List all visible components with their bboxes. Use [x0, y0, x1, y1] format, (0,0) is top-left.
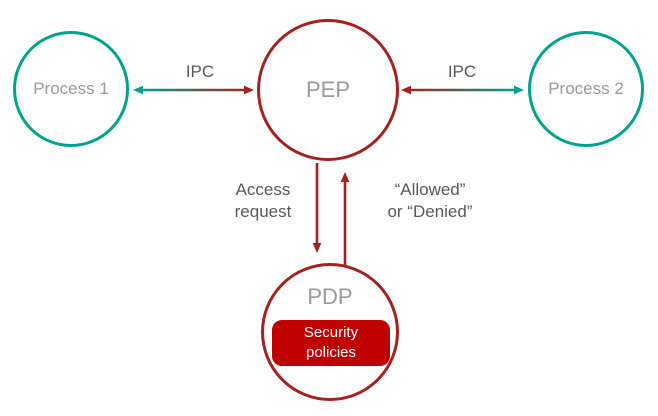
access-request-line1: Access: [235, 180, 291, 199]
ipc-right-label: IPC: [447, 62, 477, 81]
security-policies-box: Security policies: [272, 320, 390, 366]
access-request-line2: request: [234, 202, 292, 221]
node-process1-label: Process 1: [33, 79, 109, 98]
node-process2-label: Process 2: [548, 79, 624, 98]
access-request-arrow: [312, 163, 322, 253]
security-policies-line1: Security: [303, 324, 359, 341]
security-policies-line2: policies: [305, 344, 357, 361]
node-pep: PEP: [257, 19, 399, 161]
decision-label: “Allowed” or “Denied”: [378, 179, 482, 223]
node-pep-label: PEP: [305, 77, 351, 102]
node-process1: Process 1: [13, 31, 129, 147]
node-pdp-label: PDP: [307, 284, 353, 309]
decision-line1: “Allowed”: [394, 180, 466, 199]
decision-arrow: [340, 172, 350, 265]
ipc-right-arrow: [401, 85, 524, 95]
node-process2: Process 2: [528, 31, 644, 147]
ipc-left-arrow: [133, 85, 254, 95]
decision-line2: or “Denied”: [387, 202, 473, 221]
access-request-label: Access request: [215, 179, 311, 223]
ipc-left-label: IPC: [185, 62, 215, 81]
